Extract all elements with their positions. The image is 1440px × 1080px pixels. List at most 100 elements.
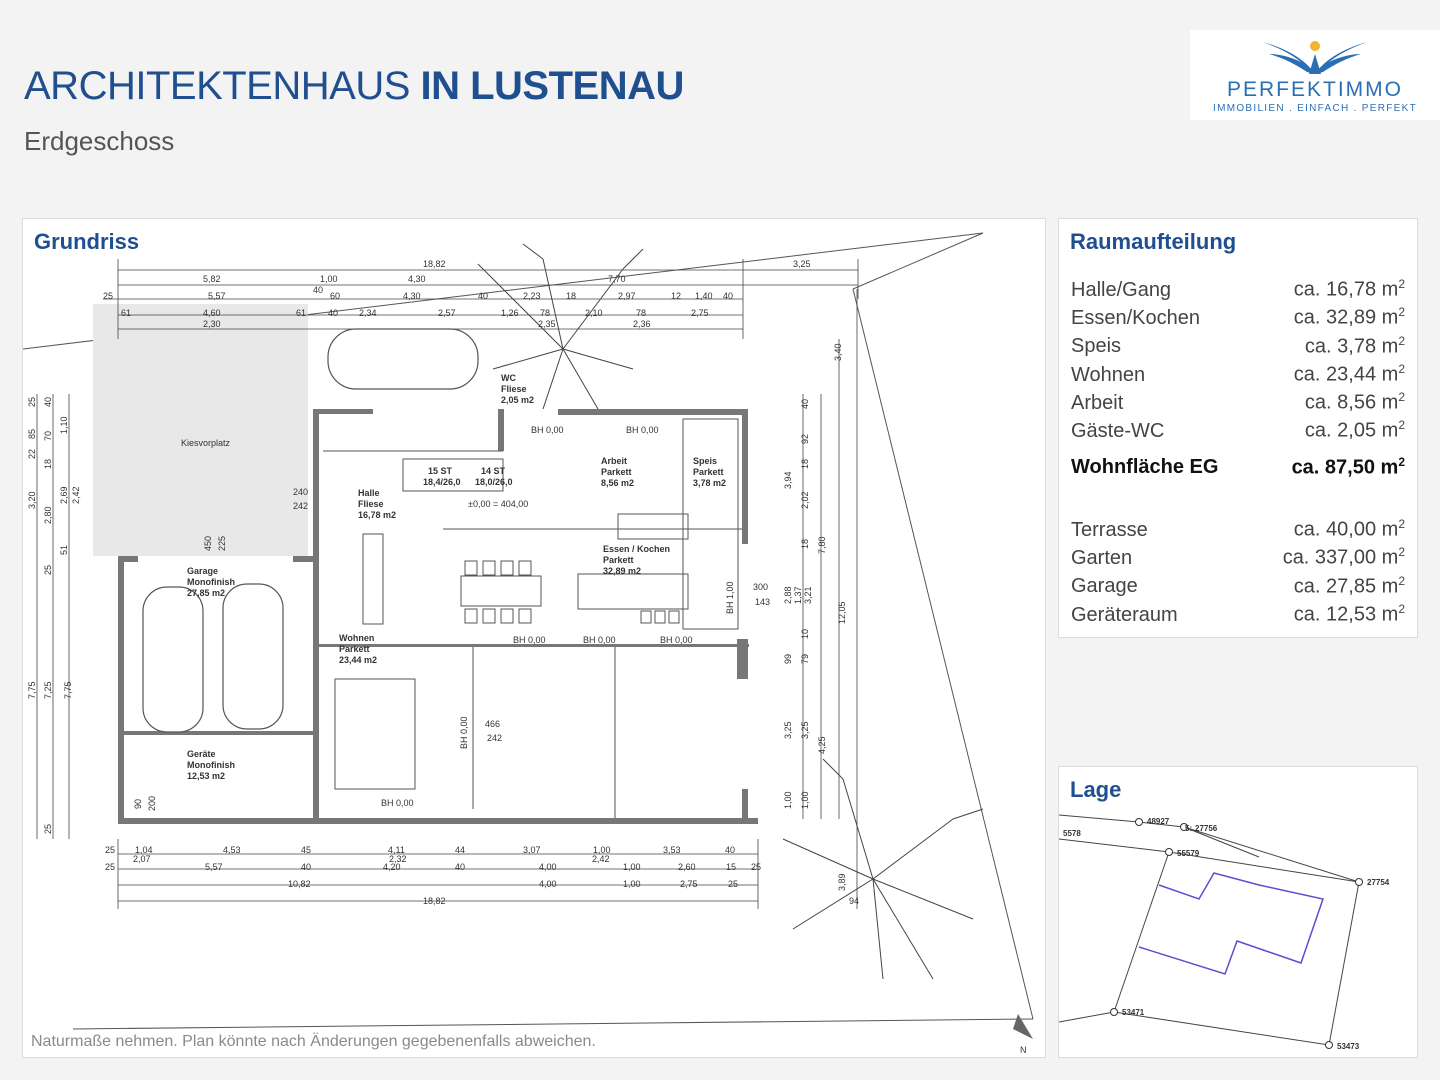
logo-wordmark: PERFEKTIMMO — [1226, 78, 1403, 101]
room-wohnen-floor: Parkett — [339, 644, 370, 654]
dim-bot-r1e: 4,11 — [388, 845, 405, 855]
room-area-value: ca. 8,56 m — [1304, 391, 1399, 414]
dim-top-r4h: 78 — [540, 308, 550, 318]
title-bold: IN LUSTENAU — [420, 64, 685, 108]
dim-top-r4k: 2,75 — [691, 308, 709, 318]
page-title: ARCHITEKTENHAUS IN LUSTENAU — [24, 64, 684, 109]
opening-466: 466 — [485, 719, 500, 729]
dim-bot-r2a: 25 — [105, 862, 115, 872]
room-area: ca. 16,78 m2 — [1294, 277, 1405, 302]
sill-height-5: BH 0,00 — [660, 635, 693, 645]
unit-exponent: 2 — [1398, 601, 1405, 616]
stairs-a-spec: 18,4/26,0 — [423, 477, 461, 487]
window-height-143: 143 — [755, 597, 770, 607]
room-name: Speis — [1071, 335, 1122, 358]
gravel-forecourt — [93, 304, 308, 556]
extra-area-value: ca. 12,53 m — [1293, 603, 1399, 626]
property-outline — [1138, 872, 1324, 975]
dim-top-r4i: 2,10 — [585, 308, 603, 318]
room-garage-name: Garage — [187, 566, 218, 576]
dim-top-r5b: 2,35 — [538, 319, 556, 329]
garage-door-225: 225 — [217, 536, 227, 551]
opening-242b: 242 — [293, 501, 308, 511]
room-area-value: ca. 16,78 m — [1293, 278, 1399, 301]
dim-left-m: 25 — [43, 565, 53, 575]
dim-left-e: 70 — [43, 431, 53, 441]
dining-chairs — [464, 560, 680, 624]
tree-sketches — [477, 243, 984, 980]
room-wc-area: 2,05 m2 — [501, 395, 534, 405]
dim-bot-r3d: 2,75 — [680, 879, 698, 889]
total-name: Wohnfläche EG — [1071, 456, 1219, 479]
dim-right-u: 3,89 — [837, 873, 847, 891]
dim-bot-r2d: 4,20 — [383, 862, 401, 872]
dim-bot-r1k: 2,07 — [133, 854, 151, 864]
extra-area-value: ca. 27,85 m — [1293, 575, 1399, 598]
location-panel: 48927 5: 27756 5578 55579 27754 53471 53… — [1058, 766, 1418, 1058]
room-geraete-area: 12,53 m2 — [187, 771, 225, 781]
dim-right-t: 1,00 — [800, 791, 810, 809]
dim-left-b: 40 — [43, 397, 53, 407]
dim-right-b: 40 — [800, 399, 810, 409]
dim-bot-r3e: 25 — [728, 879, 738, 889]
extra-name: Garage — [1071, 575, 1138, 598]
dim-bot-r2f: 4,00 — [539, 862, 557, 872]
extra-name: Geräteraum — [1071, 603, 1178, 626]
level-reference: ±0,00 = 404,00 — [468, 499, 528, 509]
unit-exponent: 2 — [1398, 390, 1405, 405]
room-geraete-name: Geräte — [187, 749, 216, 759]
dim-top-r4e: 2,34 — [359, 308, 377, 318]
sill-height-6: BH 0,00 — [381, 798, 414, 808]
room-halle-area: 16,78 m2 — [358, 510, 396, 520]
stairs-b-spec: 18,0/26,0 — [475, 477, 513, 487]
company-logo: PERFEKTIMMO IMMOBILIEN . EINFACH . PERFE… — [1190, 30, 1440, 120]
room-area-value: ca. 2,05 m — [1304, 420, 1399, 443]
extra-area: ca. 27,85 m2 — [1294, 574, 1405, 599]
room-wc-name: WC — [501, 373, 516, 383]
extra-name: Garten — [1071, 547, 1133, 570]
dim-bot-r1m: 2,42 — [592, 854, 610, 864]
total-area: ca. 87,50 m2 — [1292, 455, 1405, 480]
room-wohnen-area: 23,44 m2 — [339, 655, 377, 665]
room-row-garage: Garage ca. 27,85 m2 — [1071, 574, 1405, 602]
page-subtitle: Erdgeschoss — [24, 126, 175, 156]
parcel-53473: 53473 — [1337, 1042, 1360, 1051]
unit-exponent: 2 — [1398, 361, 1405, 376]
total-area-value: ca. 87,50 m — [1291, 456, 1399, 479]
room-name: Gäste-WC — [1071, 420, 1165, 443]
dim-top-r3h: 18 — [566, 291, 576, 301]
top-dimensions: 18,82 5,82 1,00 4,30 7,70 3,25 25 5,57 4… — [103, 259, 811, 329]
sill-height-2: BH 0,00 — [626, 425, 659, 435]
sill-height-7: BH 0,00 — [459, 716, 469, 749]
location-map: 48927 5: 27756 5578 55579 27754 53471 53… — [1059, 814, 1390, 1051]
dim-top-r3e: 4,30 — [403, 291, 421, 301]
room-essen-name: Essen / Kochen — [603, 544, 670, 554]
dim-bot-r2h: 2,60 — [678, 862, 696, 872]
dim-bot-r1g: 3,07 — [523, 845, 541, 855]
extra-area-value: ca. 337,00 m — [1282, 547, 1399, 570]
dim-top-r3d: 60 — [330, 291, 340, 301]
room-halle-name: Halle — [358, 488, 380, 498]
dim-bot-r1l: 2,32 — [389, 854, 407, 864]
dim-bot-r2c: 40 — [301, 862, 311, 872]
house-walls — [118, 409, 758, 824]
dim-bot-r1d: 45 — [301, 845, 311, 855]
dim-top-r5a: 2,30 — [203, 319, 221, 329]
room-wc-floor: Fliese — [501, 384, 527, 394]
plan-heading: Grundriss — [34, 229, 140, 254]
dim-right-k: 3,21 — [803, 586, 813, 604]
parcel-55579: 55579 — [1177, 849, 1200, 858]
dim-bot-r2g: 1,00 — [623, 862, 641, 872]
dim-top-r2a: 5,82 — [203, 274, 221, 284]
room-geraete-floor: Monofinish — [187, 760, 235, 770]
extra-name: Terrasse — [1071, 518, 1148, 541]
dim-top-r3l: 40 — [723, 291, 733, 301]
unit-exponent: 2 — [1398, 333, 1405, 348]
dim-right-m: 10 — [800, 629, 810, 639]
